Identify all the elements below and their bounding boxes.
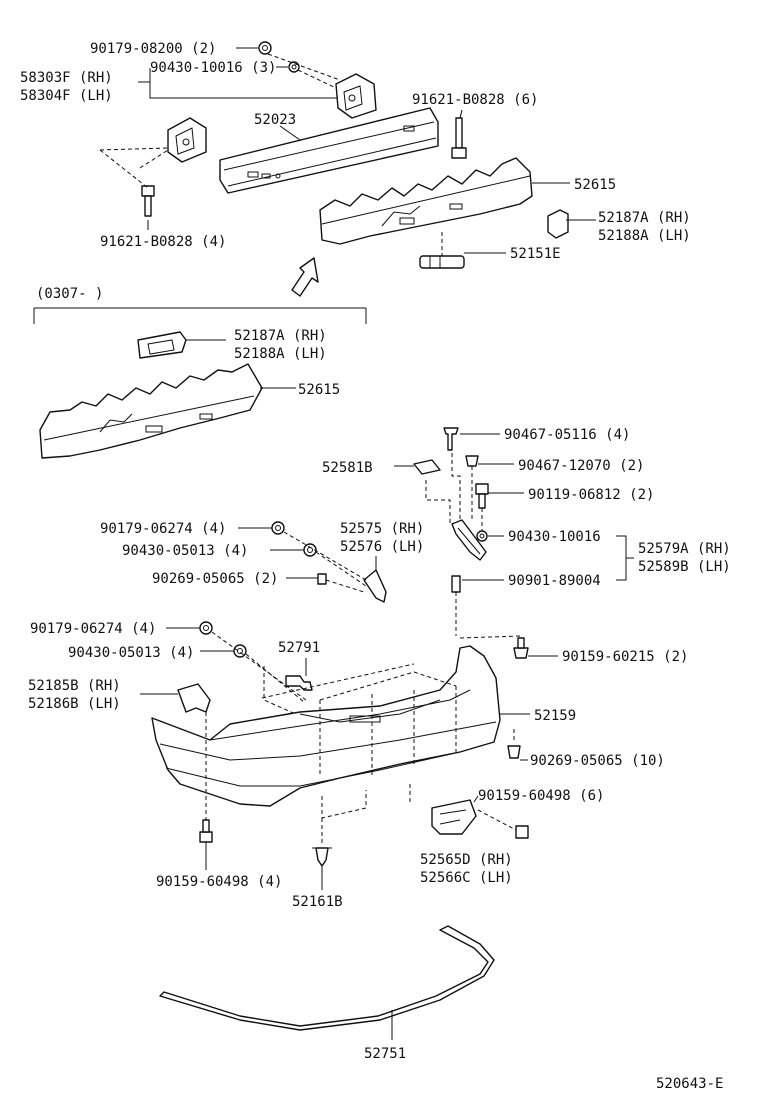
bolt-icon bbox=[141, 185, 155, 217]
washer-icon bbox=[288, 61, 300, 73]
label-52159: 52159 bbox=[534, 708, 576, 724]
label-52188A-mid: 52188A (LH) bbox=[234, 346, 327, 362]
diagram-id: 520643-E bbox=[656, 1076, 723, 1092]
label-52188A-top: 52188A (LH) bbox=[598, 228, 691, 244]
label-90430-05013-a: 90430-05013 (4) bbox=[122, 543, 248, 559]
label-90269-05065-2: 90269-05065 (2) bbox=[152, 571, 278, 587]
bolt-icon bbox=[475, 483, 489, 509]
label-52187A-mid: 52187A (RH) bbox=[234, 328, 327, 344]
label-90901-89004: 90901-89004 bbox=[508, 573, 601, 589]
label-90430-05013-b: 90430-05013 (4) bbox=[68, 645, 194, 661]
label-52565D: 52565D (RH) bbox=[420, 852, 513, 868]
label-90430-10016-3: 90430-10016 (3) bbox=[150, 60, 276, 76]
label-90467-12070: 90467-12070 (2) bbox=[518, 458, 644, 474]
bolt-52791 bbox=[285, 675, 313, 691]
nut-icon bbox=[199, 621, 213, 635]
label-52751: 52751 bbox=[364, 1046, 406, 1062]
label-90159-60498-4: 90159-60498 (4) bbox=[156, 874, 282, 890]
label-90269-05065-10: 90269-05065 (10) bbox=[530, 753, 665, 769]
washer-icon bbox=[233, 644, 247, 658]
screw-icon bbox=[507, 745, 521, 759]
push-clip-icon bbox=[443, 427, 459, 451]
label-52575: 52575 (RH) bbox=[340, 521, 424, 537]
retainer-52581B bbox=[413, 459, 441, 475]
screw-icon bbox=[317, 573, 327, 585]
label-90179-08200: 90179-08200 (2) bbox=[90, 41, 216, 57]
washer-icon bbox=[476, 530, 488, 542]
label-52161B: 52161B bbox=[292, 894, 343, 910]
label-52186B: 52186B (LH) bbox=[28, 696, 121, 712]
arrow-up-icon bbox=[291, 257, 319, 297]
label-52615-top: 52615 bbox=[574, 177, 616, 193]
bracket-52579A bbox=[451, 519, 487, 561]
label-52581B: 52581B bbox=[322, 460, 373, 476]
pin-52151E bbox=[419, 255, 465, 269]
bracket-52185B bbox=[177, 683, 211, 713]
push-clip-52161B bbox=[312, 847, 332, 867]
label-52589B: 52589B (LH) bbox=[638, 559, 731, 575]
label-52579A: 52579A (RH) bbox=[638, 541, 731, 557]
nut-icon bbox=[271, 521, 285, 535]
bracket-58303F-right bbox=[335, 73, 377, 119]
label-revision-note: (0307- ) bbox=[36, 286, 103, 302]
label-52615-mid: 52615 bbox=[298, 382, 340, 398]
bolt-icon bbox=[451, 117, 467, 159]
screw-icon bbox=[199, 819, 213, 843]
label-91621-B0828-4: 91621-B0828 (4) bbox=[100, 234, 226, 250]
energy-absorber-52615-mid bbox=[39, 363, 263, 459]
label-90159-60215: 90159-60215 (2) bbox=[562, 649, 688, 665]
label-90119-06812: 90119-06812 (2) bbox=[528, 487, 654, 503]
label-52576: 52576 (LH) bbox=[340, 539, 424, 555]
label-52791: 52791 bbox=[278, 640, 320, 656]
screw-icon bbox=[465, 455, 479, 467]
label-90159-60498-6: 90159-60498 (6) bbox=[478, 788, 604, 804]
clip-52187A-top bbox=[547, 209, 569, 239]
bumper-cover-52159 bbox=[151, 645, 501, 807]
bracket-58304F-left bbox=[167, 117, 207, 163]
label-90179-06274-a: 90179-06274 (4) bbox=[100, 521, 226, 537]
screw-icon bbox=[515, 825, 529, 839]
bracket-52575 bbox=[363, 569, 387, 603]
clip-icon bbox=[451, 575, 461, 593]
reinforcement-bar-52023 bbox=[219, 107, 439, 194]
bracket-52565D bbox=[431, 799, 477, 835]
label-90430-10016: 90430-10016 bbox=[508, 529, 601, 545]
label-52151E: 52151E bbox=[510, 246, 561, 262]
label-58303F: 58303F (RH) bbox=[20, 70, 113, 86]
nut-icon bbox=[258, 41, 272, 55]
screw-icon bbox=[513, 637, 529, 659]
label-91621-B0828-6: 91621-B0828 (6) bbox=[412, 92, 538, 108]
label-58304F: 58304F (LH) bbox=[20, 88, 113, 104]
label-52566C: 52566C (LH) bbox=[420, 870, 513, 886]
clip-52187A-mid bbox=[137, 331, 187, 359]
energy-absorber-52615-top bbox=[319, 157, 533, 245]
label-52023: 52023 bbox=[254, 112, 296, 128]
label-90467-05116: 90467-05116 (4) bbox=[504, 427, 630, 443]
molding-52751 bbox=[159, 925, 495, 1031]
label-90179-06274-b: 90179-06274 (4) bbox=[30, 621, 156, 637]
label-52187A-top: 52187A (RH) bbox=[598, 210, 691, 226]
label-52185B: 52185B (RH) bbox=[28, 678, 121, 694]
part-labels: 90179-08200 (2) 90430-10016 (3) 58303F (… bbox=[20, 41, 731, 1092]
